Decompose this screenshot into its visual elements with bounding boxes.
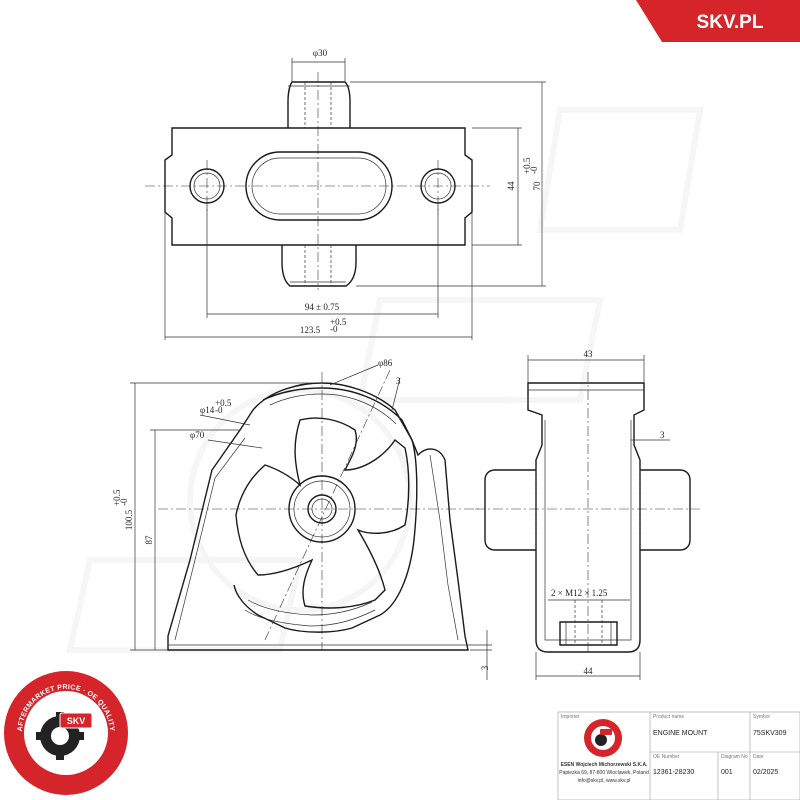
dim-overall-width: 123.5 (300, 325, 321, 335)
seal-badge: SKV (67, 716, 86, 726)
side-view: 43 3 2 × M12 × 1.25 44 (475, 349, 700, 680)
dim-top-bore: φ30 (313, 48, 328, 58)
dim-height-70-tol: +0.5 (522, 157, 532, 174)
dim-base-3: 3 (480, 665, 490, 670)
dim-wall-3-top: 3 (396, 376, 401, 386)
brand-name: SKV.PL (697, 12, 764, 33)
date-value: 02/2025 (753, 769, 778, 776)
dim-overall-width-tol2: -0 (330, 324, 338, 334)
date-label: Date (753, 754, 764, 760)
title-block: Importer ESEN Wojciech Michorzewski S.K.… (557, 711, 800, 800)
dim-side-width-44: 44 (584, 666, 594, 676)
skv-seal-logo: AFTERMARKET PRICE · OE QUALITY AUTO PART… (4, 671, 128, 795)
brand-banner: SKV.PL (636, 0, 800, 42)
dim-height-100-tol: +0.5 (112, 489, 122, 506)
dim-height-70: 70 (532, 181, 542, 191)
symbol-label: Symbol (753, 714, 770, 720)
dim-height-44: 44 (506, 181, 516, 191)
dim-side-width-43: 43 (584, 349, 594, 359)
dim-height-100: 100.5 (124, 509, 134, 530)
dim-overall-width-tol: +0.5 (330, 317, 347, 327)
importer-name: ESEN Wojciech Michorzewski S.K.A. (561, 762, 648, 768)
product-name-label: Product name (653, 714, 684, 720)
dim-height-70-tol2: -0 (529, 166, 539, 174)
dim-side-3: 3 (660, 430, 665, 440)
title-block-logo (584, 719, 622, 757)
diagram-no-label: Diagram No (721, 754, 748, 760)
importer-address: Papiezka 69, 87-800 Wloclawek, Poland (559, 770, 649, 776)
product-name: ENGINE MOUNT (653, 730, 708, 737)
dim-hole-spacing: 94 ± 0.75 (305, 302, 340, 312)
diagram-no: 001 (721, 769, 733, 776)
importer-contact: info@skv.pl, www.skv.pl (578, 778, 631, 784)
dim-bore-14-tol2: -0 (215, 405, 223, 415)
oe-number-label: OE Number (653, 754, 680, 760)
symbol-value: 75SKV309 (753, 730, 787, 737)
dim-height-87: 87 (144, 535, 154, 545)
dim-height-100-tol2: -0 (119, 498, 129, 506)
dim-bore-14: φ14 (200, 405, 215, 415)
dim-thread: 2 × M12 × 1.25 (551, 588, 608, 598)
top-view: φ30 94 ± 0.75 123.5 +0.5 -0 44 70 +0.5 -… (145, 48, 546, 340)
importer-label: Importer (561, 714, 580, 720)
dim-bore-14-tol: +0.5 (215, 398, 232, 408)
oe-number: 12361-28230 (653, 769, 694, 776)
front-view: φ86 3 φ14 +0.5 -0 φ70 100.5 +0.5 -0 87 3 (112, 358, 492, 680)
dim-outer-dia: φ86 (378, 358, 393, 368)
dim-dia-70: φ70 (190, 430, 205, 440)
